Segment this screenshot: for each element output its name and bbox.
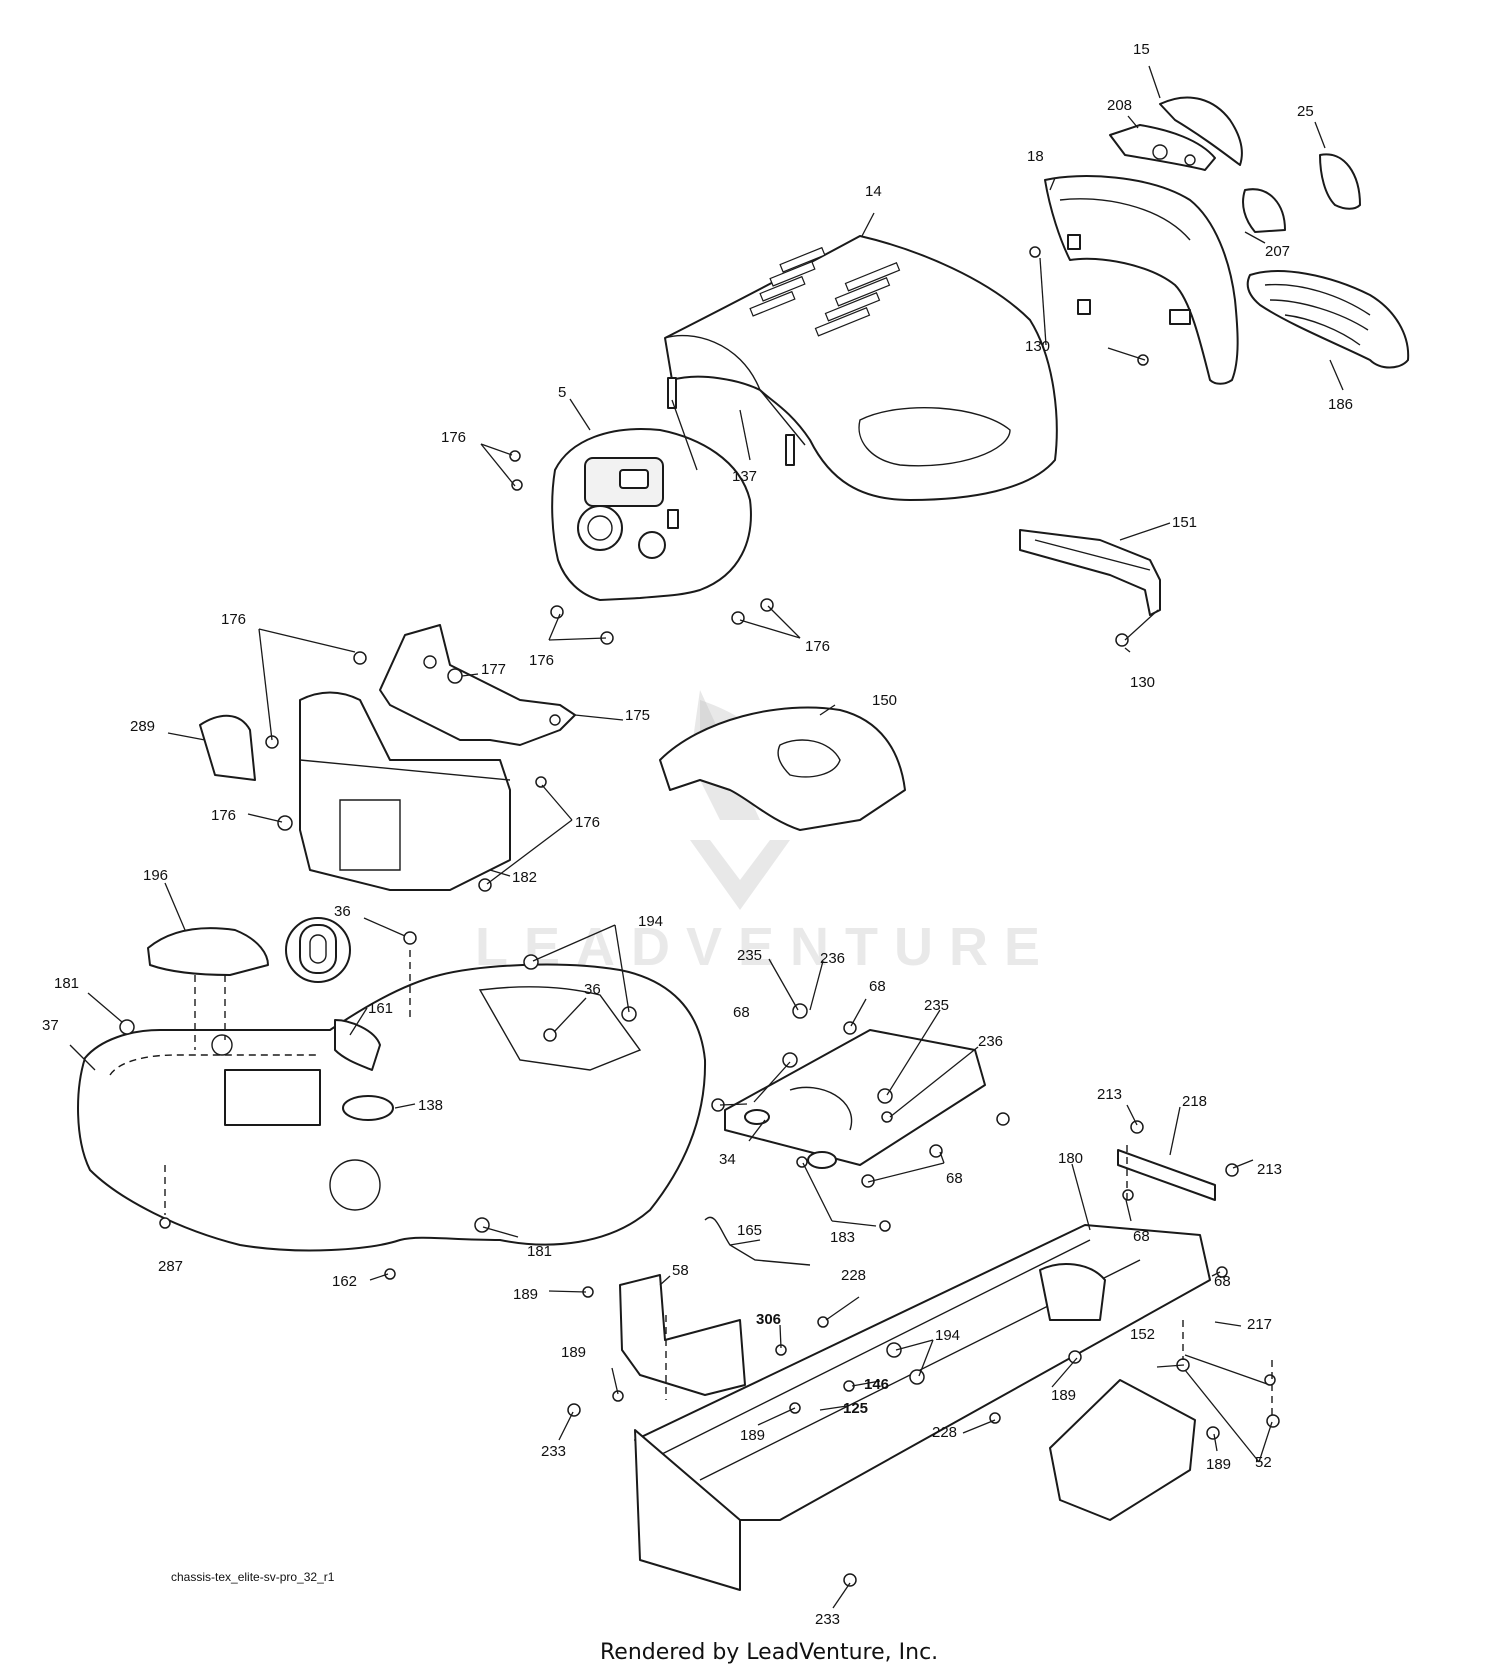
callout-228-a: 228 (841, 1267, 866, 1284)
lens-part (1319, 153, 1361, 210)
callout-34: 34 (719, 1151, 736, 1168)
callout-36-b: 36 (584, 981, 601, 998)
support-bracket-part (1019, 529, 1161, 616)
grille-housing-part (1044, 175, 1239, 385)
mounting-plate-part (379, 624, 576, 746)
callout-58: 58 (672, 1262, 689, 1279)
callout-68-a: 68 (869, 978, 886, 995)
callout-287: 287 (158, 1258, 183, 1275)
callout-14: 14 (865, 183, 882, 200)
callout-235-a: 235 (737, 947, 762, 964)
callout-176-e: 176 (211, 807, 236, 824)
callout-235-b: 235 (924, 997, 949, 1014)
callout-218: 218 (1182, 1093, 1207, 1110)
bracket-58-part (619, 1274, 746, 1396)
callout-196: 196 (143, 867, 168, 884)
callout-233-a: 233 (541, 1443, 566, 1460)
callout-151: 151 (1172, 514, 1197, 531)
callout-15: 15 (1133, 41, 1150, 58)
callout-130-b: 130 (1130, 674, 1155, 691)
callout-150: 150 (872, 692, 897, 709)
callout-68-d: 68 (1133, 1228, 1150, 1245)
callout-130-a: 130 (1025, 338, 1050, 355)
callout-5: 5 (558, 384, 566, 401)
assembly-lines (164, 950, 1273, 1415)
callout-161: 161 (368, 1000, 393, 1017)
bulb-housing-part (1242, 188, 1286, 233)
air-shroud-part (659, 706, 906, 831)
callout-189-b: 189 (561, 1344, 586, 1361)
pedal-cover-part (147, 927, 269, 976)
callout-180: 180 (1058, 1150, 1083, 1167)
callout-176-f: 176 (575, 814, 600, 831)
callout-177: 177 (481, 661, 506, 678)
fasteners (119, 246, 1280, 1587)
callout-182: 182 (512, 869, 537, 886)
callout-176-a: 176 (441, 429, 466, 446)
callout-125: 125 (843, 1400, 868, 1417)
callout-189-e: 189 (1206, 1456, 1231, 1473)
callout-228-b: 228 (932, 1424, 957, 1441)
callout-183: 183 (830, 1229, 855, 1246)
callout-36-a: 36 (334, 903, 351, 920)
callout-233-b: 233 (815, 1611, 840, 1628)
callout-162: 162 (332, 1273, 357, 1290)
callout-289: 289 (130, 718, 155, 735)
callout-194-b: 194 (935, 1327, 960, 1344)
callout-189-c: 189 (740, 1427, 765, 1444)
mounting-plate-34-part (724, 1029, 986, 1169)
callout-207: 207 (1265, 243, 1290, 260)
callout-25: 25 (1297, 103, 1314, 120)
hood-part (664, 235, 1058, 501)
callout-165: 165 (737, 1222, 762, 1239)
callout-68-b: 68 (733, 1004, 750, 1021)
footer-credit: Rendered by LeadVenture, Inc. (600, 1640, 938, 1665)
callout-189-a: 189 (513, 1286, 538, 1303)
grille-part (1246, 270, 1410, 369)
callout-181-b: 181 (527, 1243, 552, 1260)
callout-236-a: 236 (820, 950, 845, 967)
front-panel-part (299, 691, 511, 891)
callout-208: 208 (1107, 97, 1132, 114)
cover-152-part (1049, 1379, 1196, 1521)
callout-176-c: 176 (529, 652, 554, 669)
callout-186: 186 (1328, 396, 1353, 413)
headlight-bracket-part (1109, 124, 1216, 171)
callout-213-b: 213 (1257, 1161, 1282, 1178)
callout-18: 18 (1027, 148, 1044, 165)
callout-68-c: 68 (946, 1170, 963, 1187)
callout-306: 306 (756, 1311, 781, 1328)
callout-217: 217 (1247, 1316, 1272, 1333)
callout-137: 137 (732, 468, 757, 485)
top-cap-part (1159, 96, 1243, 166)
detail-callout-part (285, 917, 381, 1071)
callout-189-d: 189 (1051, 1387, 1076, 1404)
callout-176-d: 176 (221, 611, 246, 628)
callout-175: 175 (625, 707, 650, 724)
callout-181-a: 181 (54, 975, 79, 992)
callout-68-e: 68 (1214, 1273, 1231, 1290)
callout-52: 52 (1255, 1454, 1272, 1471)
diagram-file-name: chassis-tex_elite-sv-pro_32_r1 (171, 1570, 335, 1584)
bezel-part (199, 714, 256, 781)
dash-panel-part (551, 428, 752, 601)
callout-176-b: 176 (805, 638, 830, 655)
callout-37: 37 (42, 1017, 59, 1034)
callout-152: 152 (1130, 1326, 1155, 1343)
callout-146: 146 (864, 1376, 889, 1393)
callout-236-b: 236 (978, 1033, 1003, 1050)
callout-138: 138 (418, 1097, 443, 1114)
callout-194-a: 194 (638, 913, 663, 930)
callout-labels: 15 208 25 18 14 207 130 186 5 176 137 15… (42, 41, 1353, 1628)
rod-217-part (1184, 1354, 1271, 1386)
crossbar-part (1117, 1149, 1216, 1201)
callout-213-a: 213 (1097, 1086, 1122, 1103)
leader-lines (69, 65, 1344, 1609)
